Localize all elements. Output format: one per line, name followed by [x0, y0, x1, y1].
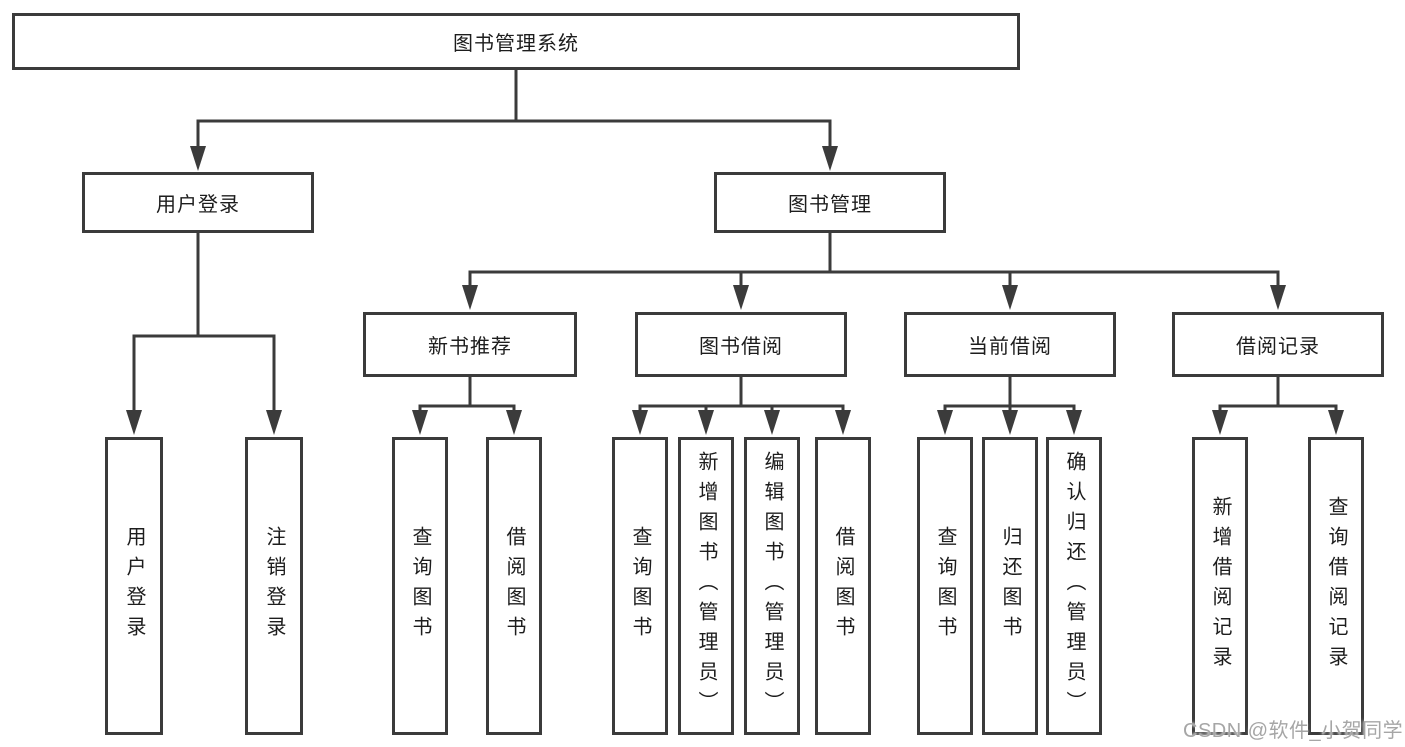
node-leaf-confirm-return-admin: 确认归还（管理员） [1046, 437, 1102, 735]
node-leaf-query-books-current: 查询图书 [917, 437, 973, 735]
node-borrow-records: 借阅记录 [1172, 312, 1384, 377]
node-leaf-user-login: 用户登录 [105, 437, 163, 735]
node-book-borrowing: 图书借阅 [635, 312, 847, 377]
node-leaf-borrow-books-borrowing: 借阅图书 [815, 437, 871, 735]
node-leaf-add-book-admin: 新增图书（管理员） [678, 437, 734, 735]
node-leaf-add-borrow-record: 新增借阅记录 [1192, 437, 1248, 735]
node-user-login: 用户登录 [82, 172, 314, 233]
node-root-system: 图书管理系统 [12, 13, 1020, 70]
node-leaf-logout: 注销登录 [245, 437, 303, 735]
node-leaf-query-books-recommend: 查询图书 [392, 437, 448, 735]
node-leaf-query-borrow-record: 查询借阅记录 [1308, 437, 1364, 735]
watermark-text: CSDN @软件_小贺同学 [1183, 720, 1404, 742]
node-new-book-recommend: 新书推荐 [363, 312, 577, 377]
node-leaf-query-books-borrowing: 查询图书 [612, 437, 668, 735]
node-current-borrowing: 当前借阅 [904, 312, 1116, 377]
node-leaf-edit-book-admin: 编辑图书（管理员） [744, 437, 800, 735]
node-leaf-return-book: 归还图书 [982, 437, 1038, 735]
node-leaf-borrow-books-recommend: 借阅图书 [486, 437, 542, 735]
node-book-management: 图书管理 [714, 172, 946, 233]
